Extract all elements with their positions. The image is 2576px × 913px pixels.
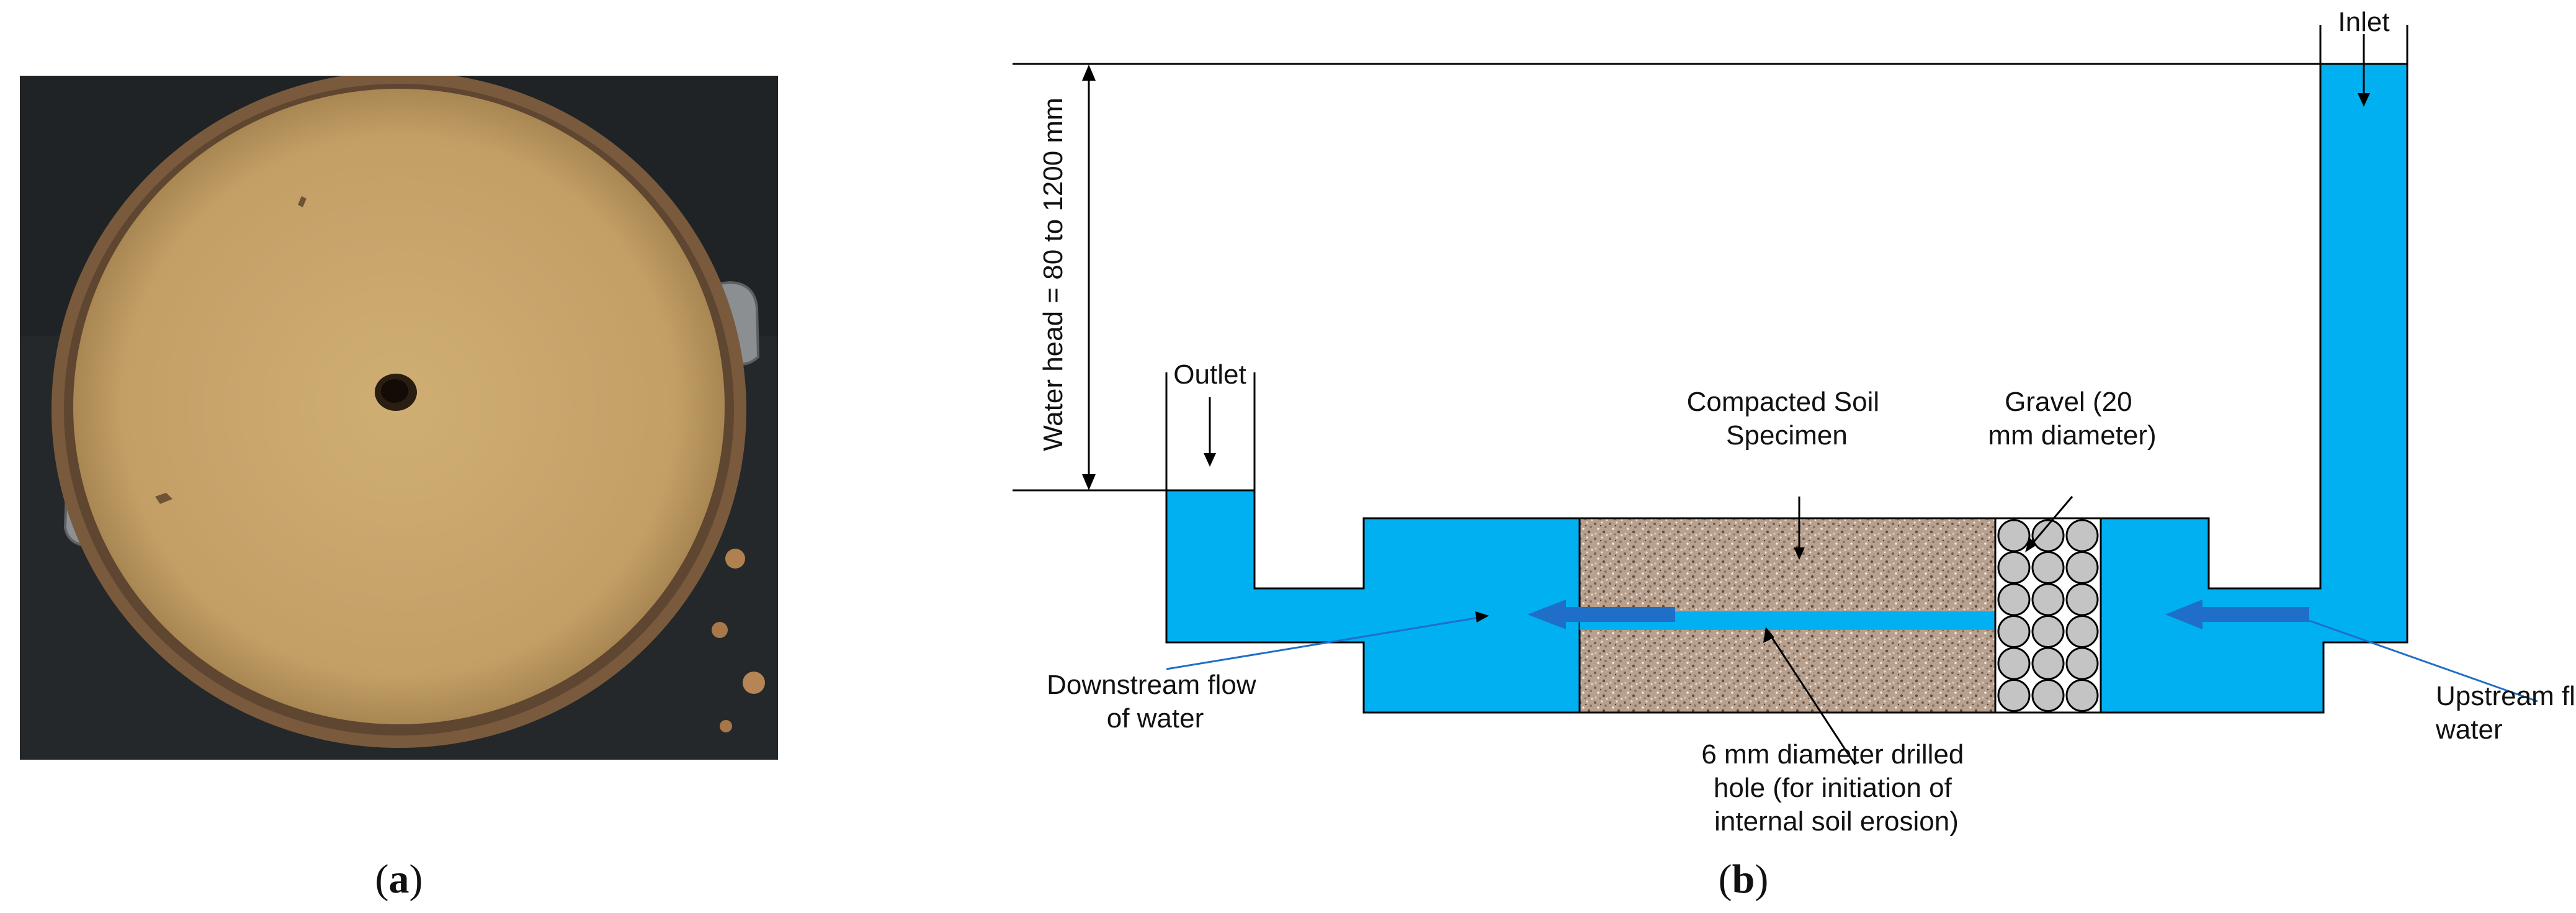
soil-leader-head [1794, 547, 1805, 560]
downstream-flow-arrow [1527, 600, 1675, 629]
hole-leader [1767, 631, 1856, 765]
soil-mark [298, 196, 306, 207]
water-head-label: Water head = 80 to 1200 mm [1038, 97, 1068, 451]
gravel-leader-head [2025, 537, 2037, 552]
gravel-particle [2065, 551, 2099, 584]
gravel-particle [1997, 679, 2031, 712]
gravel-particle [2031, 647, 2065, 680]
inlet-label: Inlet [2338, 7, 2389, 37]
gravel-particle [1997, 647, 2031, 680]
gravel-particle [1997, 551, 2031, 584]
panel-b-diagram: Water head = 80 to 1200 mm [1013, 7, 2576, 837]
gravel-particle [2031, 615, 2065, 648]
outlet-arrow-head [1204, 453, 1216, 467]
gravel-leader [2029, 496, 2073, 547]
caption-a-letter: a [389, 857, 409, 902]
gravel-particle [2065, 519, 2099, 552]
gravel-particle [1997, 583, 2031, 616]
gravel-particle [2065, 647, 2099, 680]
caption-a: (a) [375, 857, 423, 902]
upstream-label: Upstream flow of water [2435, 681, 2576, 745]
soil-crumb [712, 622, 728, 638]
gravel-circles [1997, 519, 2099, 712]
downstream-label: Downstream flow of water [1047, 670, 1264, 734]
gravel-particle [2031, 551, 2065, 584]
soil-specimen-label: Compacted Soil Specimen [1687, 387, 1887, 451]
gravel-label: Gravel (20 mm diameter) [1988, 387, 2156, 451]
gravel-particle [2065, 679, 2099, 712]
gravel-particle [1997, 615, 2031, 648]
drilled-hole-label: 6 mm diameter drilled hole (for initiati… [1701, 739, 1971, 837]
inlet-arrow-head [2358, 93, 2370, 107]
gravel-particle [1997, 519, 2031, 552]
upstream-flow-arrow [2165, 600, 2309, 629]
gravel-particle [2065, 615, 2099, 648]
soil-crumb [725, 549, 745, 569]
soil-crumb [743, 672, 765, 694]
downstream-leader-head [1475, 611, 1489, 623]
gravel-particle [2031, 679, 2065, 712]
soil-mark [155, 493, 172, 504]
drilled-hole-inner [381, 379, 408, 403]
upstream-leader [2309, 619, 2538, 703]
caption-b: (b) [1719, 857, 1769, 902]
head-arrow-up [1082, 65, 1096, 81]
outlet-label: Outlet [1173, 359, 1246, 390]
hole-leader-head [1763, 627, 1774, 643]
gravel-particle [2065, 583, 2099, 616]
soil-crumb [720, 720, 732, 732]
head-arrow-down [1082, 474, 1096, 490]
panel-a-photo [20, 76, 778, 760]
gravel-particle [2031, 583, 2065, 616]
caption-b-letter: b [1732, 857, 1755, 902]
downstream-leader [1166, 616, 1483, 670]
